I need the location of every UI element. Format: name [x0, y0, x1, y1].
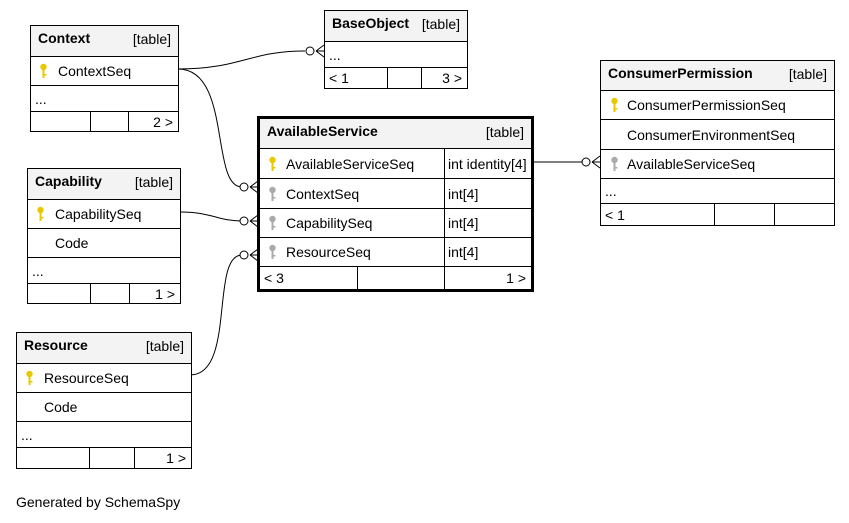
nav-children[interactable]: 1 > — [166, 450, 186, 466]
column-row[interactable]: Code — [28, 228, 180, 257]
nav-parents[interactable]: < 1 — [329, 70, 349, 86]
column-name: ContextSeq — [286, 185, 360, 202]
edge-resource-availableservice — [189, 254, 243, 376]
primary-key-icon — [37, 206, 44, 221]
column-name: AvailableServiceSeq — [286, 155, 415, 172]
column-name: ConsumerEnvironmentSeq — [627, 126, 796, 143]
nav-row: 2 > — [31, 111, 178, 131]
nav-row: 1 > — [28, 283, 180, 303]
foreign-key-icon — [269, 244, 276, 259]
nav-children[interactable]: 2 > — [153, 113, 173, 130]
more-columns-row[interactable]: ... — [28, 257, 180, 283]
nav-row: < 1 — [601, 203, 834, 225]
table-availableservice[interactable]: AvailableService [table] AvailableServic… — [257, 116, 534, 292]
column-name: ContextSeq — [58, 63, 132, 79]
ellipsis: ... — [605, 183, 617, 199]
column-row[interactable]: ConsumerEnvironmentSeq — [601, 119, 834, 149]
primary-key-icon — [269, 156, 276, 171]
column-name: Code — [44, 399, 78, 415]
column-name: Code — [55, 235, 89, 251]
table-name[interactable]: Capability — [35, 173, 102, 189]
table-name[interactable]: Context — [38, 30, 91, 46]
nav-row: < 3 1 > — [260, 266, 531, 289]
table-header[interactable]: AvailableService [table] — [260, 119, 531, 148]
primary-key-icon — [611, 97, 618, 112]
edge-capability-availableservice — [179, 211, 243, 222]
table-context[interactable]: Context [table] ContextSeq ... 2 > — [30, 25, 179, 132]
column-row[interactable]: AvailableServiceSeq — [601, 149, 834, 178]
column-row[interactable]: CapabilitySeq — [28, 199, 180, 228]
column-row[interactable]: ContextSeq int[4] — [260, 178, 531, 208]
nav-children[interactable]: 1 > — [155, 285, 175, 302]
table-header[interactable]: BaseObject [table] — [325, 11, 467, 41]
column-row[interactable]: Code — [17, 392, 191, 421]
table-header[interactable]: ConsumerPermission [table] — [601, 61, 834, 90]
column-row[interactable]: ConsumerPermissionSeq — [601, 90, 834, 119]
table-header[interactable]: Resource [table] — [17, 333, 191, 363]
ellipsis: ... — [32, 262, 44, 279]
ellipsis: ... — [35, 90, 47, 107]
column-row[interactable]: CapabilitySeq int[4] — [260, 208, 531, 237]
column-row[interactable]: ResourceSeq int[4] — [260, 237, 531, 266]
table-name[interactable]: BaseObject — [332, 15, 410, 31]
table-name[interactable]: ConsumerPermission — [608, 65, 753, 81]
more-columns-row[interactable]: ... — [325, 41, 467, 67]
table-type-tag: [table] — [134, 174, 173, 190]
generated-by-label: Generated by SchemaSpy — [16, 494, 181, 510]
ellipsis: ... — [329, 46, 341, 63]
edge-context-availableservice — [177, 68, 243, 188]
table-type-tag: [table] — [485, 124, 524, 140]
column-name: ConsumerPermissionSeq — [627, 97, 786, 113]
column-type: int identity[4] — [448, 155, 527, 172]
table-baseobject[interactable]: BaseObject [table] ... < 1 3 > — [324, 10, 468, 89]
ellipsis: ... — [21, 426, 33, 443]
foreign-key-icon — [269, 186, 276, 201]
column-row[interactable]: ResourceSeq — [17, 363, 191, 392]
foreign-key-icon — [269, 215, 276, 230]
column-name: ResourceSeq — [44, 370, 129, 386]
table-capability[interactable]: Capability [table] CapabilitySeq Code ..… — [27, 168, 181, 304]
table-name[interactable]: Resource — [24, 337, 88, 353]
edge-context-baseobject — [177, 50, 306, 70]
table-header[interactable]: Context [table] — [31, 26, 178, 56]
table-header[interactable]: Capability [table] — [28, 169, 180, 199]
column-row[interactable]: ContextSeq — [31, 56, 178, 85]
table-type-tag: [table] — [145, 338, 184, 354]
more-columns-row[interactable]: ... — [31, 85, 178, 111]
primary-key-icon — [26, 370, 33, 385]
column-type: int[4] — [448, 215, 479, 231]
nav-row: < 1 3 > — [325, 67, 467, 88]
nav-children[interactable]: 3 > — [442, 70, 462, 86]
table-resource[interactable]: Resource [table] ResourceSeq Code ... 1 … — [16, 332, 192, 469]
table-name[interactable]: AvailableService — [267, 123, 378, 139]
table-consumerpermission[interactable]: ConsumerPermission [table] ConsumerPermi… — [600, 60, 835, 226]
foreign-key-icon — [611, 156, 618, 171]
column-type: int[4] — [448, 244, 479, 260]
more-columns-row[interactable]: ... — [17, 421, 191, 447]
nav-parents[interactable]: < 1 — [605, 206, 625, 223]
nav-parents[interactable]: < 3 — [264, 270, 284, 286]
table-type-tag: [table] — [421, 16, 460, 32]
column-name: ResourceSeq — [286, 244, 371, 260]
nav-children[interactable]: 1 > — [506, 270, 526, 286]
column-name: CapabilitySeq — [55, 206, 142, 222]
column-name: AvailableServiceSeq — [627, 156, 756, 172]
nav-row: 1 > — [17, 447, 191, 468]
more-columns-row[interactable]: ... — [601, 178, 834, 203]
primary-key-icon — [40, 63, 47, 78]
column-name: CapabilitySeq — [286, 215, 373, 231]
table-type-tag: [table] — [132, 31, 171, 47]
column-row[interactable]: AvailableServiceSeq int identity[4] — [260, 148, 531, 178]
table-type-tag: [table] — [788, 66, 827, 82]
column-type: int[4] — [448, 185, 479, 202]
